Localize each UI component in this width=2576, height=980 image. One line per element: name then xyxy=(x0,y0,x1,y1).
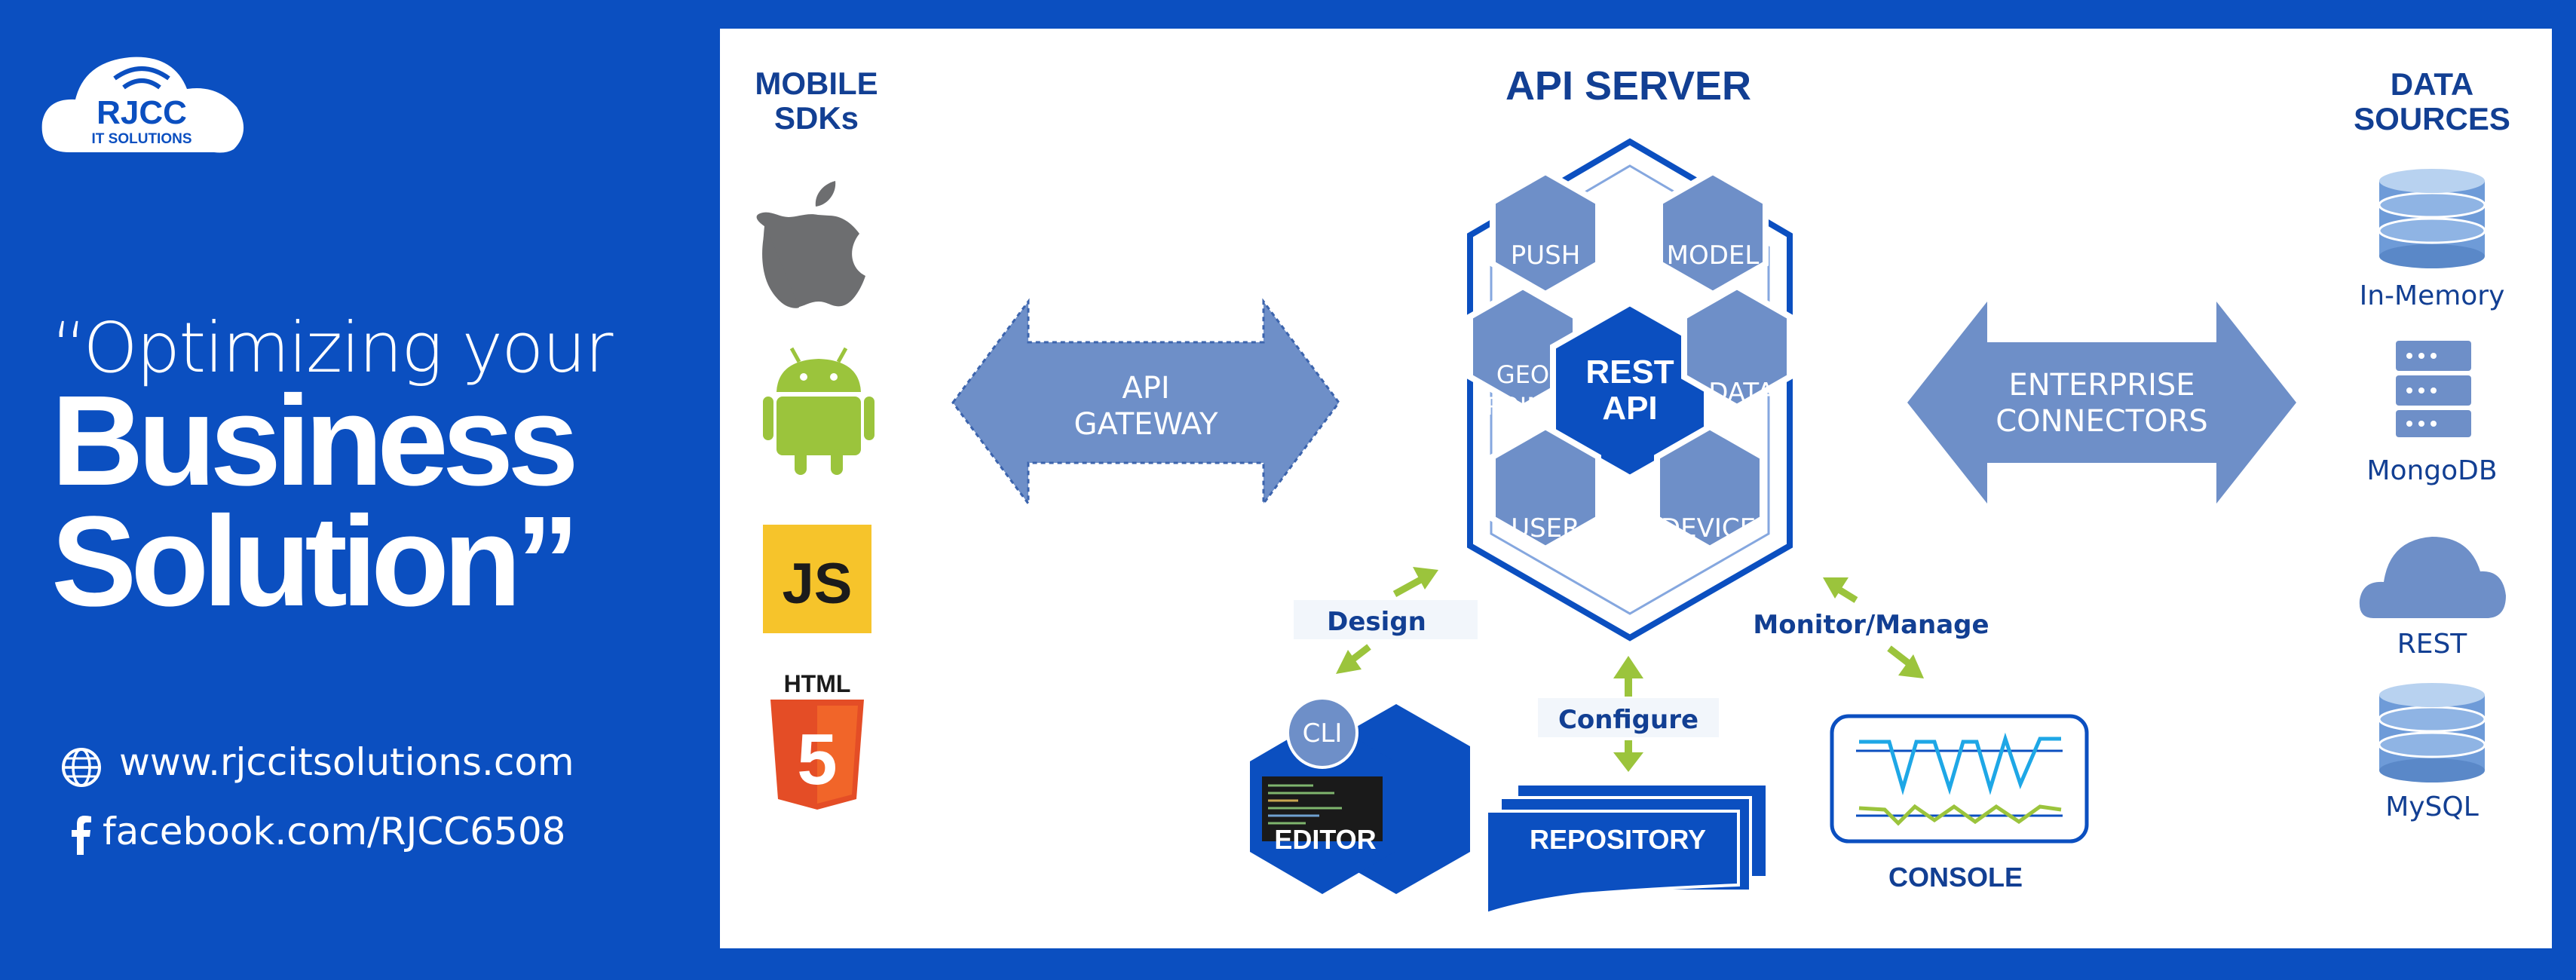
configure-label: Configure xyxy=(1558,705,1698,735)
arrow-down-left-icon xyxy=(1336,644,1371,674)
facebook-icon xyxy=(72,816,91,855)
arrow-up-icon xyxy=(1613,656,1643,697)
hex-push-label: PUSH xyxy=(1511,240,1581,271)
database-icon xyxy=(2378,169,2486,268)
monitor-label: Monitor/Manage xyxy=(1753,610,1989,640)
console-icon xyxy=(1830,714,2089,844)
wifi-icon xyxy=(122,78,161,90)
html5-icon: HTML 5 xyxy=(770,670,864,810)
logo-name: RJCC xyxy=(96,94,187,131)
left-branding: RJCC IT SOLUTIONS “Optimizing your Busin… xyxy=(0,0,720,980)
hex-model-shape xyxy=(1657,168,1769,298)
editor-code-lines xyxy=(1268,784,1342,825)
api-gateway-label-2: GATEWAY xyxy=(1074,407,1218,442)
logo: RJCC IT SOLUTIONS xyxy=(41,57,244,153)
enterprise-connectors-label-1: ENTERPRISE xyxy=(2008,368,2195,403)
data-sources-title-1: DATA xyxy=(2391,66,2473,102)
data-sources-title-2: SOURCES xyxy=(2354,101,2510,136)
js-icon: JS xyxy=(763,525,871,633)
hex-geo-point-label-1: GEO xyxy=(1496,360,1549,389)
hex-data-label: DATA xyxy=(1708,378,1775,408)
api-gateway-arrow: API GATEWAY xyxy=(951,298,1340,507)
hex-data-shape xyxy=(1681,283,1793,411)
hex-device-shape xyxy=(1654,423,1766,553)
hex-device-label: DEVICE xyxy=(1661,513,1756,544)
editor-label: EDITOR xyxy=(1274,824,1376,855)
repository-icon xyxy=(1485,782,1769,916)
hero-line-2: Business xyxy=(51,369,579,513)
design-label: Design xyxy=(1327,607,1426,637)
cli-badge xyxy=(1286,697,1358,769)
hex-push-shape xyxy=(1490,168,1601,298)
cloud-icon xyxy=(2359,537,2506,618)
console-label: CONSOLE xyxy=(1888,862,2023,893)
repository-label: REPOSITORY xyxy=(1530,824,1706,855)
database-icon xyxy=(2378,683,2486,782)
android-icon xyxy=(763,347,874,475)
website-link[interactable]: www.rjccitsolutions.com xyxy=(119,740,574,784)
hex-geo-point-label-2: POINT xyxy=(1486,392,1560,421)
html5-icon-number: 5 xyxy=(797,719,837,800)
logo-tagline: IT SOLUTIONS xyxy=(92,131,192,147)
apple-icon xyxy=(756,181,865,308)
data-source-mongodb: MongoDB xyxy=(2366,455,2497,486)
arrow-up-left-icon xyxy=(1823,577,1858,603)
server-icon xyxy=(2396,341,2471,437)
enterprise-connectors-arrow: ENTERPRISE CONNECTORS xyxy=(1907,302,2296,504)
data-source-mysql: MySQL xyxy=(2385,792,2479,822)
mobile-sdks-title-1: MOBILE xyxy=(755,66,878,101)
hex-rest-api-label-2: API xyxy=(1602,390,1657,427)
cli-label: CLI xyxy=(1303,718,1343,749)
api-server-title: API SERVER xyxy=(1505,63,1751,109)
globe-icon xyxy=(62,748,101,787)
design-label-bg xyxy=(1294,600,1478,639)
hex-model-label: MODEL xyxy=(1667,240,1760,271)
js-icon-text: JS xyxy=(783,552,853,616)
hero-line-1: “Optimizing your xyxy=(51,308,613,388)
hex-rest-api-label-1: REST xyxy=(1585,354,1674,390)
hero-line-3: Solution” xyxy=(51,490,580,633)
arrow-down-right-icon xyxy=(1887,645,1924,678)
hex-user-shape xyxy=(1490,423,1601,553)
mobile-sdks-title-2: SDKs xyxy=(774,100,859,136)
arrow-up-right-icon xyxy=(1392,567,1438,597)
hex-user-label: USER xyxy=(1511,513,1580,544)
configure-label-bg xyxy=(1538,698,1719,737)
arrow-down-icon xyxy=(1613,740,1643,772)
enterprise-connectors-label-2: CONNECTORS xyxy=(1996,404,2208,439)
data-source-in-memory: In-Memory xyxy=(2360,280,2505,311)
data-source-rest: REST xyxy=(2397,629,2468,660)
html5-icon-text: HTML xyxy=(784,670,851,697)
facebook-link[interactable]: facebook.com/RJCC6508 xyxy=(103,810,566,853)
api-gateway-label-1: API xyxy=(1122,371,1169,406)
